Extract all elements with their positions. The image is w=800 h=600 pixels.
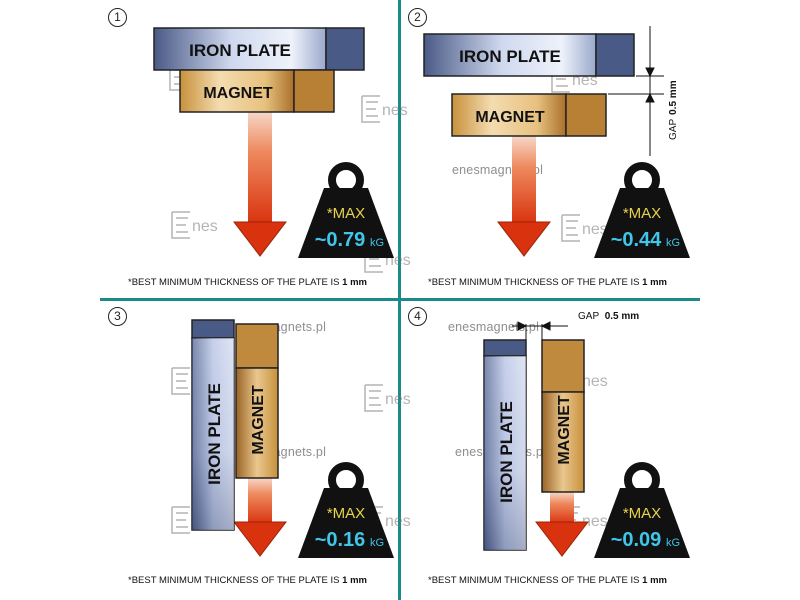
panel-3-note: *BEST MINIMUM THICKNESS OF THE PLATE IS …	[128, 575, 367, 586]
weight-icon: *MAX ~0.16 kG	[298, 462, 394, 558]
svg-text:nes: nes	[192, 218, 218, 235]
panel-2-note: *BEST MINIMUM THICKNESS OF THE PLATE IS …	[428, 277, 667, 288]
magnet-label: MAGNET	[556, 395, 573, 465]
magnet-label: MAGNET	[203, 85, 273, 102]
iron-plate-label: IRON PLATE	[205, 383, 224, 485]
iron-plate: IRON PLATE	[483, 339, 527, 551]
magnet: MAGNET	[451, 93, 607, 137]
max-value: ~0.44	[611, 229, 662, 251]
svg-text:nes: nes	[385, 391, 411, 408]
magnet-label: MAGNET	[250, 385, 267, 455]
svg-text:nes: nes	[382, 102, 408, 119]
iron-plate-label: IRON PLATE	[459, 47, 561, 66]
max-label: *MAX	[327, 505, 365, 522]
magnet-label: MAGNET	[475, 109, 545, 126]
weight-icon: *MAX ~0.09 kG	[594, 462, 690, 558]
iron-plate: IRON PLATE	[423, 33, 635, 77]
magnet: MAGNET	[235, 323, 279, 479]
panel-2-graphic: IRON PLATE MAGNET GAP0.5 mm *MAX ~0.44 k…	[423, 26, 690, 258]
panel-3-number: 3	[108, 307, 127, 326]
force-arrow	[232, 478, 288, 557]
panel-4-graphic: IRON PLATE MAGNET *MAX ~0.09 kG	[483, 321, 690, 558]
svg-text:nes: nes	[582, 513, 608, 530]
svg-text:nes: nes	[582, 221, 608, 238]
max-label: *MAX	[327, 205, 365, 222]
weight-icon: *MAX ~0.44 kG	[594, 162, 690, 258]
max-label: *MAX	[623, 505, 661, 522]
panel-2-number: 2	[408, 8, 427, 27]
panel-4-number: 4	[408, 307, 427, 326]
weight-icon: *MAX ~0.79 kG	[298, 162, 394, 258]
iron-plate: IRON PLATE	[191, 319, 235, 531]
max-value: ~0.16	[315, 529, 366, 551]
force-arrow	[534, 492, 590, 557]
max-label: *MAX	[623, 205, 661, 222]
max-value: ~0.09	[611, 529, 662, 551]
enes-logo-2: nes	[361, 95, 408, 123]
force-arrow	[232, 112, 288, 257]
iron-plate: IRON PLATE	[153, 27, 365, 71]
panel-3-graphic: IRON PLATE MAGNET *MAX ~0.16 kG	[191, 319, 394, 558]
gap-dimension	[512, 321, 568, 340]
iron-plate-label: IRON PLATE	[189, 41, 291, 60]
max-value: ~0.79	[315, 229, 366, 251]
enes-logo-8: nes	[364, 384, 411, 412]
panel-1-note: *BEST MINIMUM THICKNESS OF THE PLATE IS …	[128, 277, 367, 288]
enes-logo-6: nes	[561, 214, 608, 242]
enes-logo-3: nes	[171, 211, 218, 239]
panel-1-graphic: IRON PLATE MAGNET *MAX ~0.79 kG	[153, 27, 394, 258]
svg-text:nes: nes	[582, 373, 608, 390]
iron-plate-label: IRON PLATE	[497, 401, 516, 503]
panel-4-note: *BEST MINIMUM THICKNESS OF THE PLATE IS …	[428, 575, 667, 586]
magnet: MAGNET	[541, 339, 585, 493]
magnet: MAGNET	[179, 69, 335, 113]
svg-text:nes: nes	[385, 513, 411, 530]
max-unit: kG	[370, 537, 384, 549]
panel-1-number: 1	[108, 8, 127, 27]
force-arrow	[496, 136, 552, 257]
max-unit: kG	[370, 237, 384, 249]
horizontal-divider	[100, 298, 700, 301]
max-unit: kG	[666, 537, 680, 549]
panel-4-gap-label: GAP 0.5 mm	[578, 311, 640, 322]
watermark-site-3: enesmagnets.pl	[448, 320, 540, 334]
max-unit: kG	[666, 237, 680, 249]
gap-label: GAP0.5 mm	[668, 80, 679, 140]
gap-dimension	[608, 26, 664, 156]
